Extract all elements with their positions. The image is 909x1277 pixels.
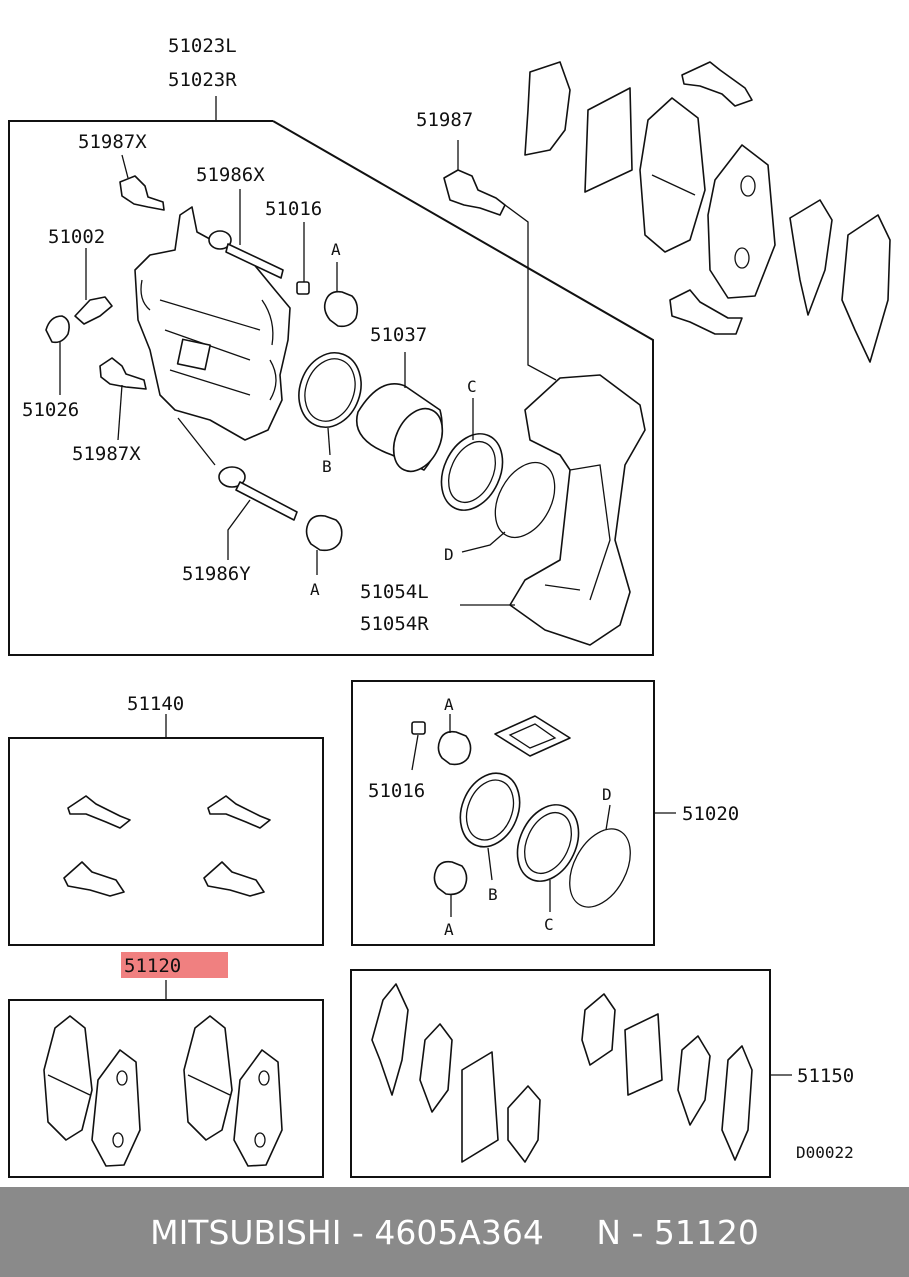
label-51987x-top[interactable]: 51987X <box>78 131 147 153</box>
shim-inner-top-part <box>524 61 571 156</box>
label-51987x-bottom[interactable]: 51987X <box>72 443 141 465</box>
bolt-51987x-top-part <box>119 175 165 211</box>
boot-a-bottom-part <box>305 514 343 552</box>
bleeder-51002-part <box>74 296 113 325</box>
clip-bottom-part <box>669 289 743 335</box>
label-51026[interactable]: 51026 <box>22 399 79 421</box>
pin-51986y-part <box>218 466 298 521</box>
piston-51037-part <box>356 383 444 473</box>
footer-ref: N - 51120 <box>596 1212 759 1252</box>
footer-bar: MITSUBISHI - 4605A364 N - 51120 <box>0 1187 909 1277</box>
letter-a-top: A <box>331 240 341 259</box>
kit-letter-a-bottom: A <box>444 920 454 939</box>
label-51986y[interactable]: 51986Y <box>182 563 251 585</box>
shim-set-parts <box>371 983 753 1163</box>
clip-kit-clips-part <box>63 795 271 897</box>
bolt-51987-part <box>443 169 506 216</box>
shim-outer-1-part <box>789 199 833 316</box>
clip-top-part <box>681 61 753 107</box>
shim-outer-2-part <box>841 214 891 363</box>
letter-d: D <box>444 545 454 564</box>
seal-b-part <box>298 352 362 428</box>
clip-kit-box <box>8 737 324 946</box>
letter-b: B <box>322 457 332 476</box>
label-51002[interactable]: 51002 <box>48 226 105 248</box>
seal-kit-parts <box>411 715 631 908</box>
footer-gap <box>544 1213 596 1252</box>
kit-letter-a-top: A <box>444 695 454 714</box>
kit-letter-c: C <box>544 915 554 934</box>
label-51054l[interactable]: 51054L <box>360 581 429 603</box>
pad-set-box <box>8 999 324 1178</box>
label-51987[interactable]: 51987 <box>416 109 473 131</box>
bracket-51054-part <box>509 374 646 646</box>
footer-part-number[interactable]: 4605A364 <box>374 1212 544 1252</box>
label-51023r[interactable]: 51023R <box>168 69 237 91</box>
label-51140[interactable]: 51140 <box>127 693 184 715</box>
pad-outer-part <box>707 144 776 299</box>
label-51150[interactable]: 51150 <box>797 1065 854 1087</box>
label-51016-kit[interactable]: 51016 <box>368 780 425 802</box>
parts-diagram: 51023L 51023R <box>8 35 891 1178</box>
label-51054r[interactable]: 51054R <box>360 613 429 635</box>
shim-set-box <box>350 969 771 1178</box>
pin-51986x-part <box>208 230 284 279</box>
kit-letter-b: B <box>488 885 498 904</box>
letter-c: C <box>467 377 477 396</box>
label-51020[interactable]: 51020 <box>682 803 739 825</box>
shim-plate-top-part <box>584 87 633 193</box>
pad-inner-part <box>639 97 706 253</box>
boot-a-top-part <box>323 290 359 328</box>
cap-51026-part <box>45 315 70 344</box>
bolt-51987x-bottom-part <box>99 357 147 390</box>
caliper-assembly-box <box>8 120 654 656</box>
label-51016-top[interactable]: 51016 <box>265 198 322 220</box>
pad-set-parts <box>43 1015 283 1167</box>
highlight-51120 <box>121 952 228 978</box>
label-51037[interactable]: 51037 <box>370 324 427 346</box>
footer-separator: - <box>341 1212 375 1252</box>
seal-c-part <box>440 433 504 511</box>
caliper-body-part <box>134 206 291 441</box>
letter-a-bottom: A <box>310 580 320 599</box>
label-51120[interactable]: 51120 <box>124 955 181 977</box>
ring-d-part <box>494 461 556 539</box>
label-51023l[interactable]: 51023L <box>168 35 237 57</box>
ref-code: D00022 <box>796 1143 854 1162</box>
kit-letter-d: D <box>602 785 612 804</box>
label-51986x[interactable]: 51986X <box>196 164 265 186</box>
bushing-51016-top-part <box>296 281 310 295</box>
footer-brand: MITSUBISHI <box>150 1212 342 1252</box>
